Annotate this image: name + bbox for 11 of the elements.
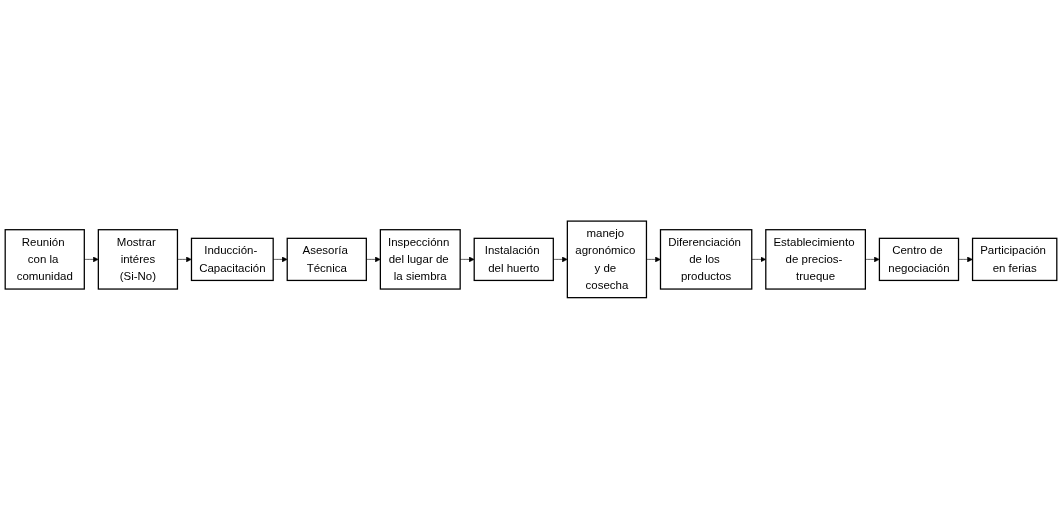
- node-box: manejo agronómico y de cosecha: [566, 220, 648, 299]
- node-box: Participación en ferias: [971, 237, 1058, 282]
- node-box: Reunión con la comunidad: [4, 229, 85, 290]
- node-box: Asesoría Técnica: [286, 237, 367, 282]
- node-box: Diferenciación de los productos: [659, 229, 753, 290]
- node-box: Mostrar intéres (Si-No): [97, 229, 179, 290]
- node-box: Inspecciónn del lugar de la siembra: [379, 229, 461, 290]
- node-box: Instalación del huerto: [473, 237, 554, 282]
- node-box: Establecimiento de precios- trueque: [765, 229, 866, 290]
- node-box: Centro de negociación: [878, 237, 960, 282]
- node-box: Inducción- Capacitación: [190, 237, 274, 282]
